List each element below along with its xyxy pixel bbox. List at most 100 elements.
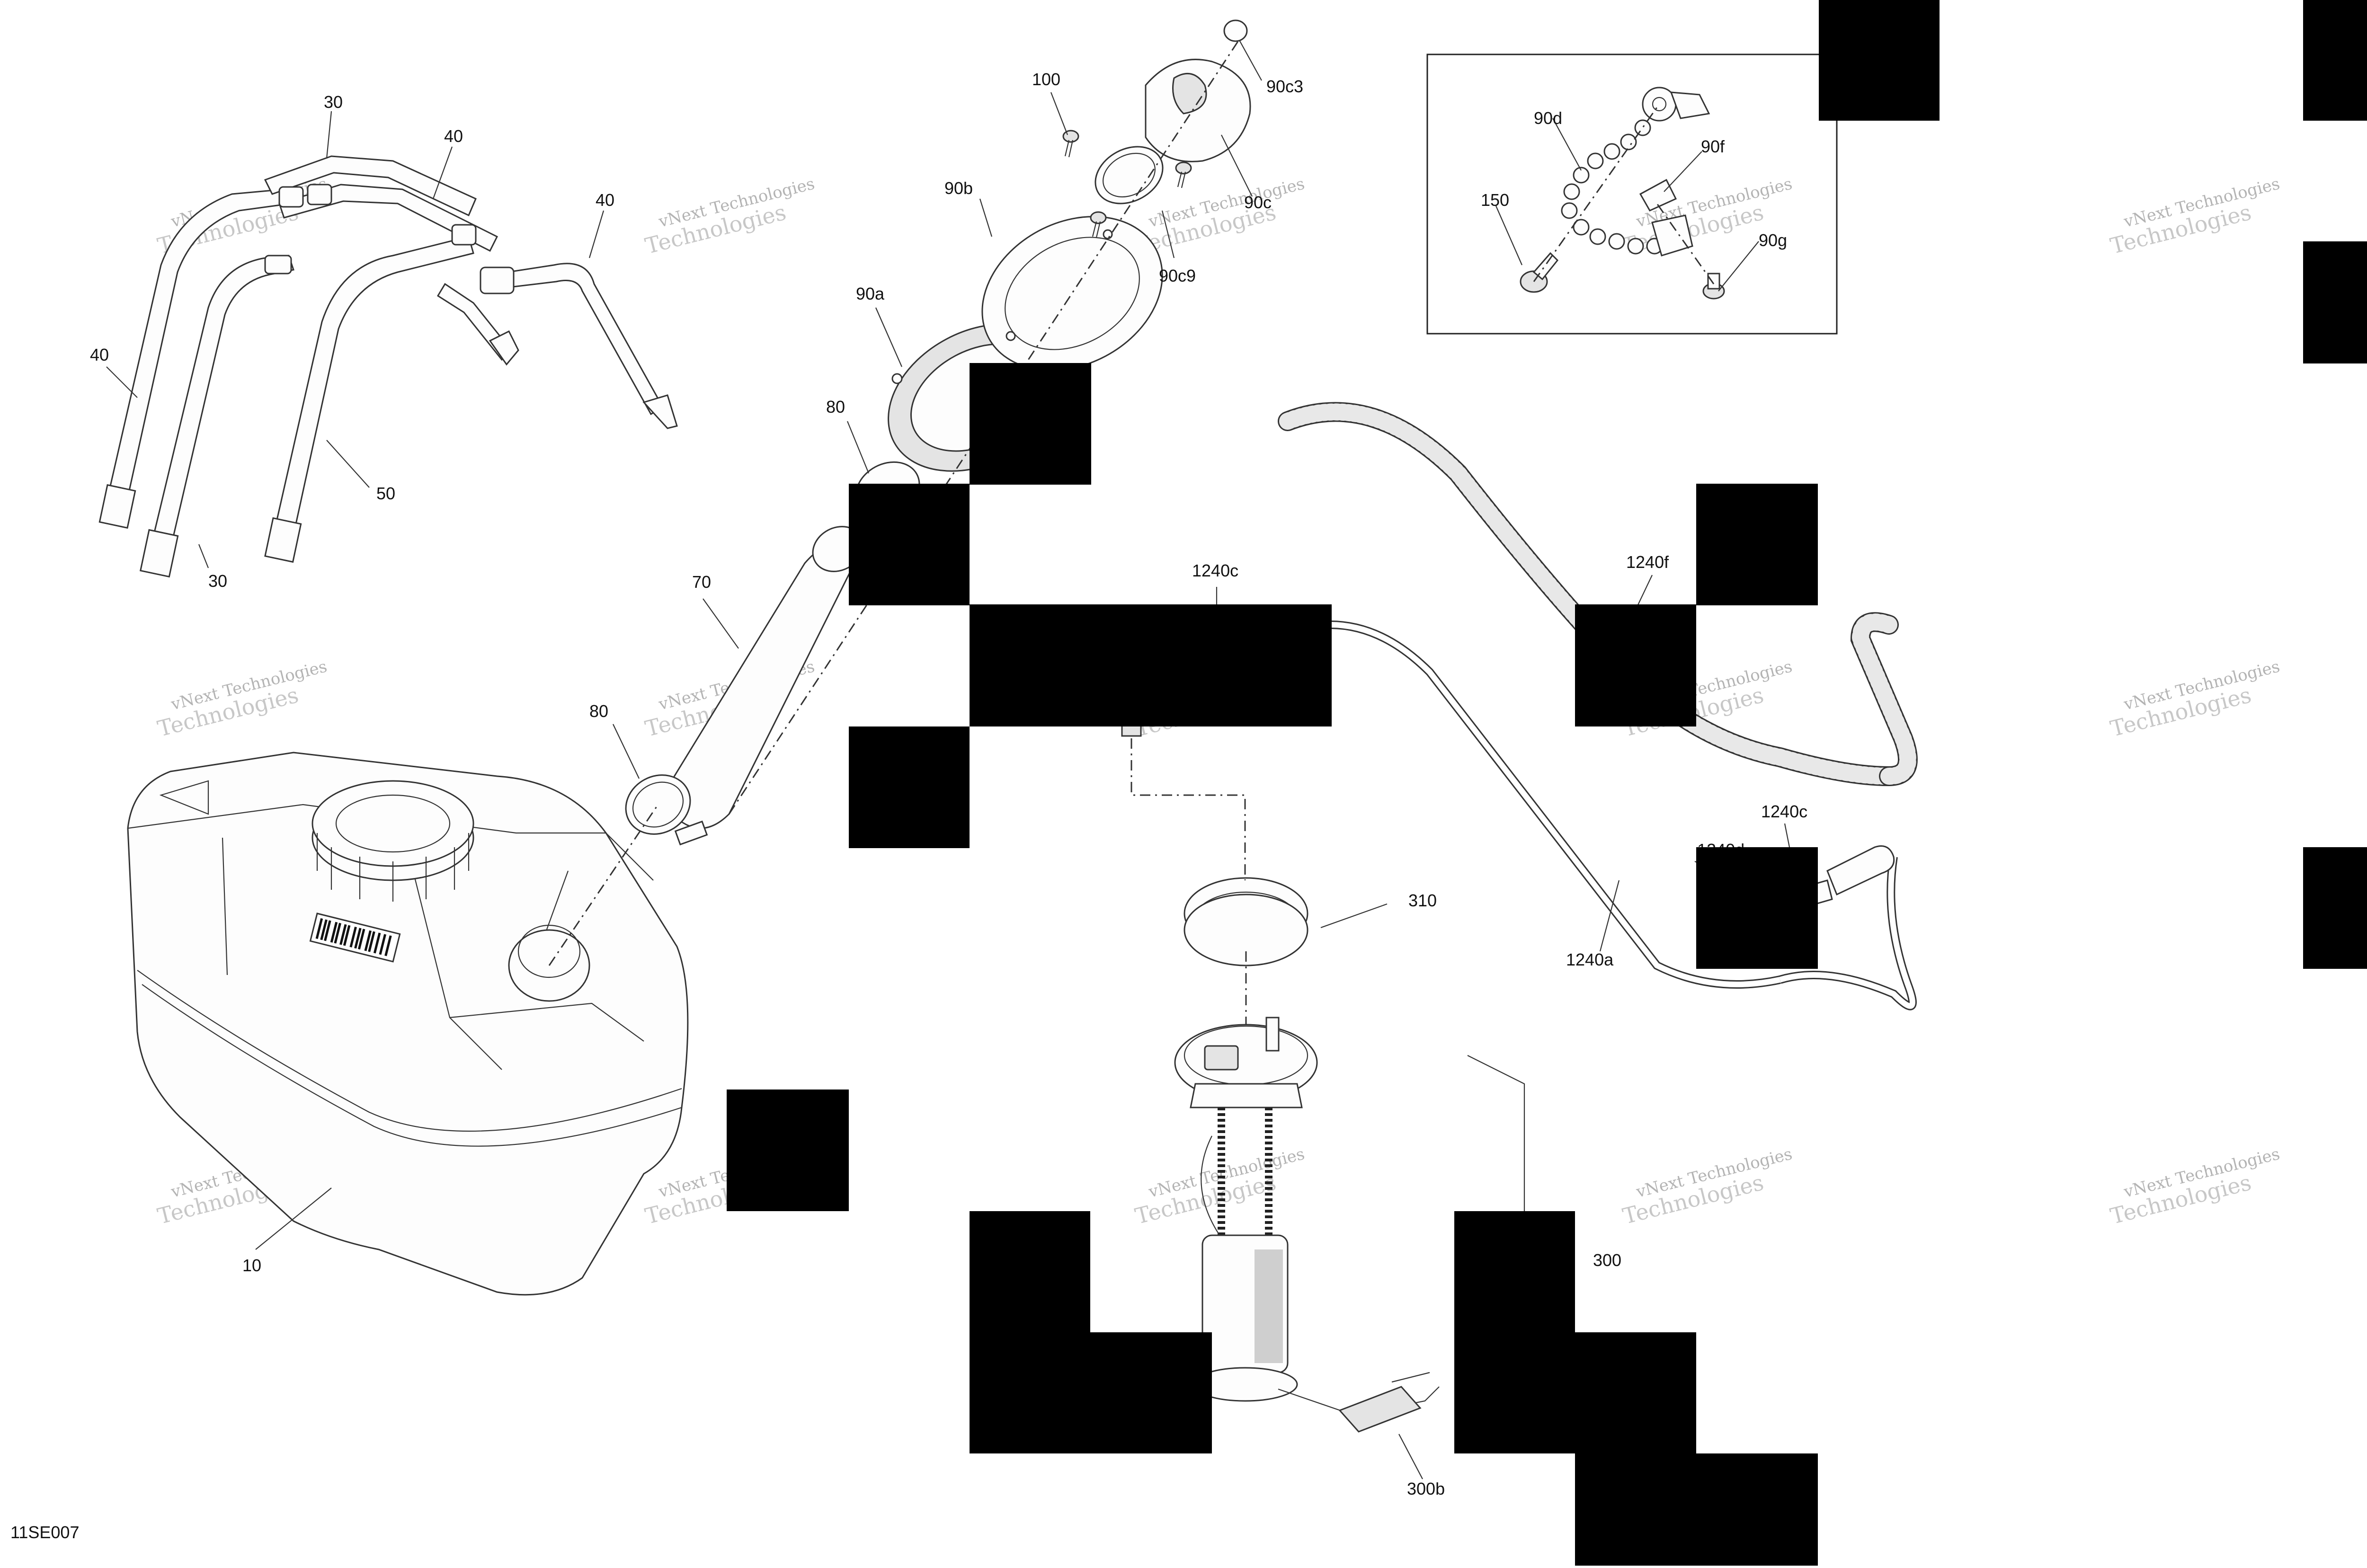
redaction-block	[970, 363, 1091, 485]
callout-30: 30	[324, 92, 343, 112]
tank-contour	[222, 837, 644, 1070]
callout-90g: 90g	[1759, 230, 1787, 250]
detail-centerline	[1533, 104, 1715, 284]
redaction-block	[1575, 1332, 1696, 1453]
callout-100: 100	[1032, 70, 1060, 89]
watermark: vNext Technologies Technologies	[2108, 1144, 2281, 1229]
callout-310: 310	[1408, 891, 1437, 910]
assembly-centerline	[548, 804, 659, 966]
watermark: vNext Technologies Technologies	[1620, 1144, 1794, 1229]
level-sender-300b	[1338, 1386, 1422, 1433]
redaction-block	[849, 726, 970, 848]
strap-40-right	[491, 263, 664, 416]
screw-100	[1062, 130, 1079, 158]
flange-hole	[1006, 331, 1016, 341]
hose-clamp-80-inner	[632, 781, 684, 828]
redaction-block	[1454, 1211, 1575, 1453]
screw	[1090, 211, 1107, 238]
tank-ring-ribs	[316, 833, 470, 902]
flange-hole	[1103, 229, 1113, 239]
fuel-pump-assembly	[1120, 708, 1440, 1433]
tank-pump-ring-inner	[335, 794, 451, 853]
tank-seam	[142, 984, 682, 1147]
strap-end-pad	[98, 484, 136, 529]
redaction-block	[2303, 0, 2367, 121]
callout-150: 150	[1481, 190, 1509, 210]
strap-buckle	[307, 184, 332, 205]
pump-outlet-nipple	[1265, 1017, 1280, 1052]
filler-flange-90b-inner	[1005, 237, 1140, 350]
redaction-block	[1696, 484, 1818, 605]
callout-90b: 90b	[944, 178, 973, 198]
callout-40: 40	[444, 126, 463, 146]
fuel-cap-grip	[1172, 72, 1207, 115]
chain-clip-90f	[1639, 178, 1677, 212]
strap-30-bottom	[151, 255, 294, 550]
pump-flange-skirt	[1190, 1083, 1303, 1108]
redaction-block	[727, 1090, 849, 1211]
level-sender-lead	[1391, 1372, 1430, 1383]
detail-inset	[1426, 53, 1838, 335]
strap-buckle	[451, 224, 477, 246]
callout-90d: 90d	[1534, 108, 1562, 128]
tank-seam	[137, 970, 682, 1132]
pump-centerline	[1130, 738, 1247, 1027]
callout-1240c: 1240c	[1761, 802, 1807, 821]
watermark: vNext Technologies Technologies	[642, 174, 816, 259]
fuel-cap-90c	[1145, 59, 1251, 162]
callout-80: 80	[826, 397, 845, 416]
redaction-block	[1696, 847, 1818, 969]
watermark: vNext Technologies Technologies	[155, 657, 329, 742]
redaction-block	[1575, 1453, 1818, 1566]
callout-40: 40	[596, 190, 614, 210]
redaction-blocks	[727, 0, 2367, 1566]
callout-labels: 30 40 40 40 50 30 100 90c3 90c 90b 90c9 …	[10, 70, 1807, 1542]
callout-300b: 300b	[1407, 1479, 1445, 1498]
rivet-90g	[1702, 273, 1725, 300]
leader-lines	[106, 40, 1795, 1479]
filler-flange-90b	[981, 216, 1163, 371]
tank-straps	[98, 155, 678, 578]
strap-hook-tip	[489, 330, 519, 366]
callout-90c3: 90c3	[1266, 77, 1303, 96]
callout-1240c: 1240c	[1192, 561, 1238, 580]
callout-300: 300	[1593, 1250, 1621, 1270]
fuel-tank	[127, 752, 689, 1296]
watermark: vNext Technologies Technologies	[2108, 174, 2281, 259]
strap-buckle	[264, 255, 292, 275]
redaction-block	[849, 484, 970, 605]
strap-end-pad	[139, 529, 179, 578]
hose-connector-1240c	[1826, 845, 1895, 896]
strap-hook-tip	[642, 394, 678, 429]
strap-buckle	[480, 266, 515, 294]
redaction-block	[1819, 0, 1940, 121]
callout-40: 40	[90, 345, 109, 364]
redaction-block	[2303, 847, 2367, 969]
watermark: vNext Technologies Technologies	[2108, 657, 2281, 742]
redaction-block	[970, 604, 1332, 726]
callout-90a: 90a	[856, 284, 885, 303]
pump-guide-rods	[1218, 1107, 1272, 1316]
bolt-150	[1520, 252, 1559, 293]
pump-seal-ring-310-lower	[1184, 894, 1308, 966]
callout-10: 10	[242, 1256, 261, 1275]
tank-filler-spout-top	[517, 924, 581, 978]
tank-body	[127, 752, 689, 1296]
filler-neck-hole	[891, 373, 903, 384]
redaction-block	[1090, 1332, 1212, 1453]
strap-end-pad	[264, 517, 302, 563]
redaction-block	[2303, 241, 2367, 363]
strap-buckle	[278, 186, 304, 208]
fuel-line-1240a	[1330, 620, 1917, 1010]
pump-canister-shade	[1255, 1249, 1283, 1363]
tether-chain-90d	[1561, 87, 1710, 257]
detail-inset-frame	[1426, 53, 1838, 335]
callout-70: 70	[692, 572, 711, 592]
screw-90c9	[1175, 161, 1192, 188]
strap-50	[274, 236, 474, 536]
callout-80: 80	[589, 701, 608, 721]
strap-40-top	[278, 184, 498, 252]
callout-30: 30	[208, 571, 227, 591]
